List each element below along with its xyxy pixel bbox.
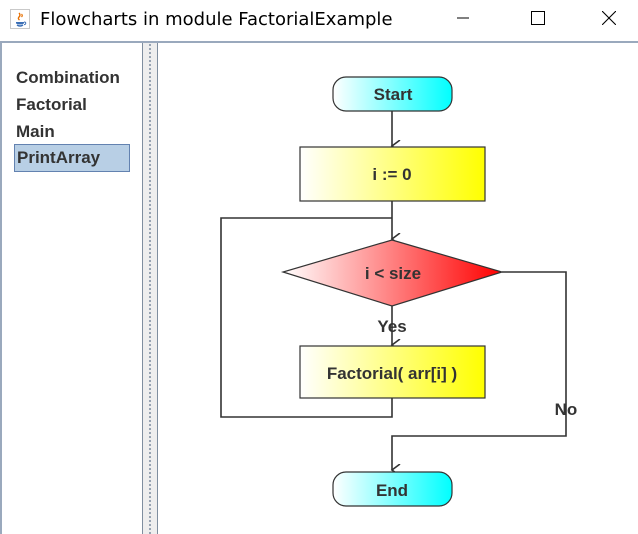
flowchart-canvas: Start i := 0 i < size Yes Factorial( arr… xyxy=(158,43,638,534)
end-label: End xyxy=(376,481,408,500)
yes-branch-label: Yes xyxy=(377,317,406,336)
splitter-grip xyxy=(148,43,152,534)
frame-border-top xyxy=(0,41,638,43)
minimize-icon xyxy=(457,11,469,29)
no-branch-label: No xyxy=(555,400,578,419)
minimize-button[interactable] xyxy=(440,0,486,40)
split-pane-divider[interactable] xyxy=(143,43,158,534)
close-icon xyxy=(601,10,617,30)
condition-label: i < size xyxy=(365,264,421,283)
start-terminal[interactable]: Start xyxy=(332,76,453,112)
window-title: Flowcharts in module FactorialExample xyxy=(40,9,393,30)
maximize-icon xyxy=(531,10,545,30)
java-app-icon xyxy=(10,9,30,29)
frame-border-left xyxy=(0,42,2,534)
init-label: i := 0 xyxy=(372,165,411,184)
flowchart-list[interactable]: Combination Factorial Main PrintArray xyxy=(2,43,143,534)
connector-no-branch xyxy=(392,271,567,470)
maximize-button[interactable] xyxy=(515,0,561,40)
start-label: Start xyxy=(374,85,413,104)
condition-decision[interactable]: i < size xyxy=(280,239,505,307)
body-process[interactable]: Factorial( arr[i] ) xyxy=(299,345,486,399)
body-label: Factorial( arr[i] ) xyxy=(327,364,457,383)
list-item-combination[interactable]: Combination xyxy=(16,68,120,87)
init-process[interactable]: i := 0 xyxy=(299,146,486,202)
list-item-factorial[interactable]: Factorial xyxy=(16,95,87,114)
close-button[interactable] xyxy=(586,0,632,40)
end-terminal[interactable]: End xyxy=(332,471,453,507)
list-item-main[interactable]: Main xyxy=(16,122,55,141)
connector-loop-back xyxy=(220,217,393,418)
list-item-printarray[interactable]: PrintArray xyxy=(14,144,130,172)
title-bar: Flowcharts in module FactorialExample xyxy=(0,0,638,40)
